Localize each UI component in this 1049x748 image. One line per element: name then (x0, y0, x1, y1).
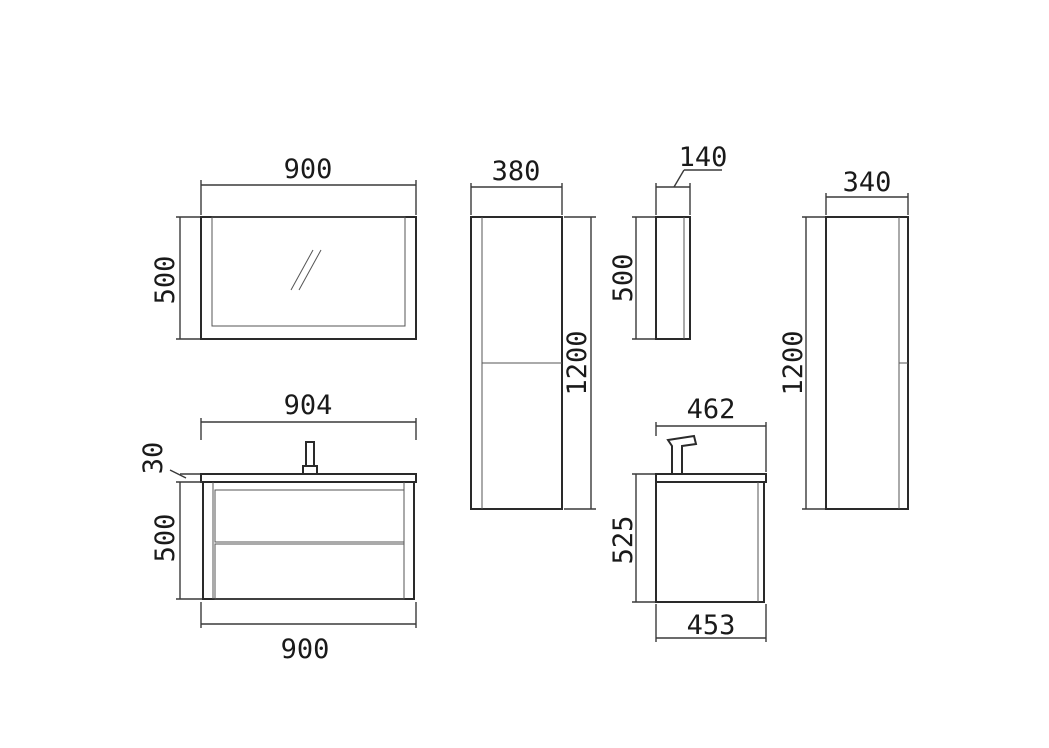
mirror-height-label: 500 (150, 256, 181, 305)
mirror-width-dimension: 900 (200, 154, 417, 215)
vanity-bottom-width-dimension: 900 (200, 602, 417, 665)
mirror-side-height-label: 500 (608, 254, 639, 303)
vanity-height-dimension: 500 (150, 481, 202, 600)
vanity-side-top-depth-dimension: 462 (655, 394, 767, 472)
vanity-top-thickness-label: 30 (138, 442, 169, 475)
vanity-top-width-dimension: 904 (200, 390, 417, 440)
tall-cabinet-side-depth-dimension: 340 (825, 167, 909, 215)
vanity-front-view (200, 441, 417, 600)
tall-cabinet-side-view (825, 216, 909, 510)
mirror-side-height-dimension: 500 (608, 216, 655, 340)
mirror-side-depth-dimension: 140 (655, 142, 728, 215)
tall-cabinet-front-view (470, 216, 563, 510)
tall-cabinet-height-dimension: 1200 (562, 216, 596, 510)
vanity-side-top-depth-label: 462 (687, 394, 736, 425)
tall-cabinet-side-height-label: 1200 (778, 330, 809, 395)
vanity-bottom-width-label: 900 (281, 634, 330, 665)
vanity-top-width-label: 904 (284, 390, 333, 421)
vanity-height-label: 500 (150, 514, 181, 563)
mirror-height-dimension: 500 (150, 216, 200, 340)
tall-cabinet-side-depth-label: 340 (843, 167, 892, 198)
tall-cabinet-height-label: 1200 (562, 330, 593, 395)
vanity-side-bottom-depth-label: 453 (687, 610, 736, 641)
mirror-front-view (200, 216, 417, 340)
vanity-side-height-label: 525 (608, 516, 639, 565)
vanity-side-height-dimension: 525 (608, 473, 655, 603)
tall-cabinet-width-label: 380 (492, 156, 541, 187)
vanity-side-bottom-depth-dimension: 453 (655, 604, 767, 642)
mirror-width-label: 900 (284, 154, 333, 185)
tall-cabinet-side-height-dimension: 1200 (778, 216, 825, 510)
tall-cabinet-width-dimension: 380 (470, 156, 563, 215)
vanity-side-view (655, 434, 767, 603)
vanity-top-thickness-dimension: 30 (138, 442, 200, 479)
mirror-side-view (655, 216, 691, 340)
mirror-side-depth-label: 140 (679, 142, 728, 173)
